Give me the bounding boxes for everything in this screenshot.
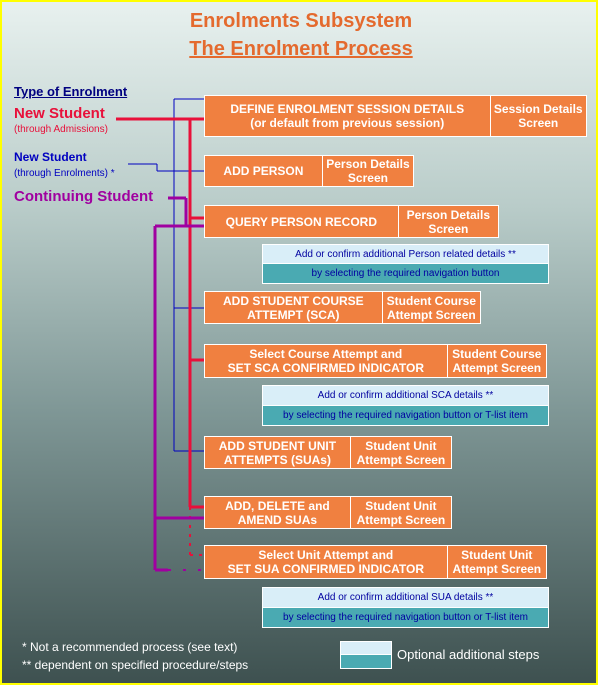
legend-swatch (340, 641, 392, 669)
new-student-admissions-label: New Student (14, 105, 105, 122)
new-student-enrolments-note-wrap: (through Enrolments) * (14, 168, 115, 179)
optional-sca-details: Add or confirm additional SCA details **… (262, 385, 549, 426)
continuing-student-connector (153, 196, 204, 572)
new-student-enrolments-note: (through Enrolments) (14, 168, 108, 179)
continuing-student-label: Continuing Student (14, 188, 154, 205)
optional-sca-details-bottom: by selecting the required navigation but… (263, 405, 548, 425)
step-query-person-label: QUERY PERSON RECORD (225, 214, 378, 229)
optional-sca-details-top: Add or confirm additional SCA details ** (263, 386, 548, 406)
footnote-dependent: ** dependent on specified procedure/step… (22, 658, 249, 672)
footnote-not-recommended: * Not a recommended process (see text) (22, 640, 238, 654)
optional-person-details-top: Add or confirm additional Person related… (263, 245, 548, 264)
optional-person-details-bottom: by selecting the required navigation but… (263, 264, 548, 283)
optional-person-details: Add or confirm additional Person related… (262, 244, 549, 284)
optional-sua-details: Add or confirm additional SUA details **… (262, 587, 549, 628)
page-subtitle: The Enrolment Process (189, 38, 413, 60)
legend-swatch-bottom (341, 655, 391, 668)
step-define-session-label: DEFINE ENROLMENT SESSION DETAILS(or defa… (230, 102, 465, 130)
legend-swatch-top (341, 642, 391, 655)
step-add-person-label: ADD PERSON (223, 164, 304, 178)
optional-sua-details-top: Add or confirm additional SUA details ** (263, 588, 548, 608)
new-student-enrolments-mark: * (110, 168, 115, 179)
new-student-admissions-note: (through Admissions) (14, 124, 108, 135)
optional-sua-details-bottom: by selecting the required navigation but… (263, 607, 548, 627)
new-student-admissions-dashed (189, 507, 204, 556)
legend-label: Optional additional steps (397, 647, 540, 662)
page-title: Enrolments Subsystem (189, 10, 413, 32)
new-student-enrolments-label: New Student (14, 150, 87, 164)
type-of-enrolment-heading: Type of Enrolment (14, 84, 128, 99)
new-student-admissions-connector (116, 117, 204, 509)
new-student-enrolments-connector (128, 98, 204, 452)
step-define-session: DEFINE ENROLMENT SESSION DETAILS(or defa… (204, 95, 587, 137)
